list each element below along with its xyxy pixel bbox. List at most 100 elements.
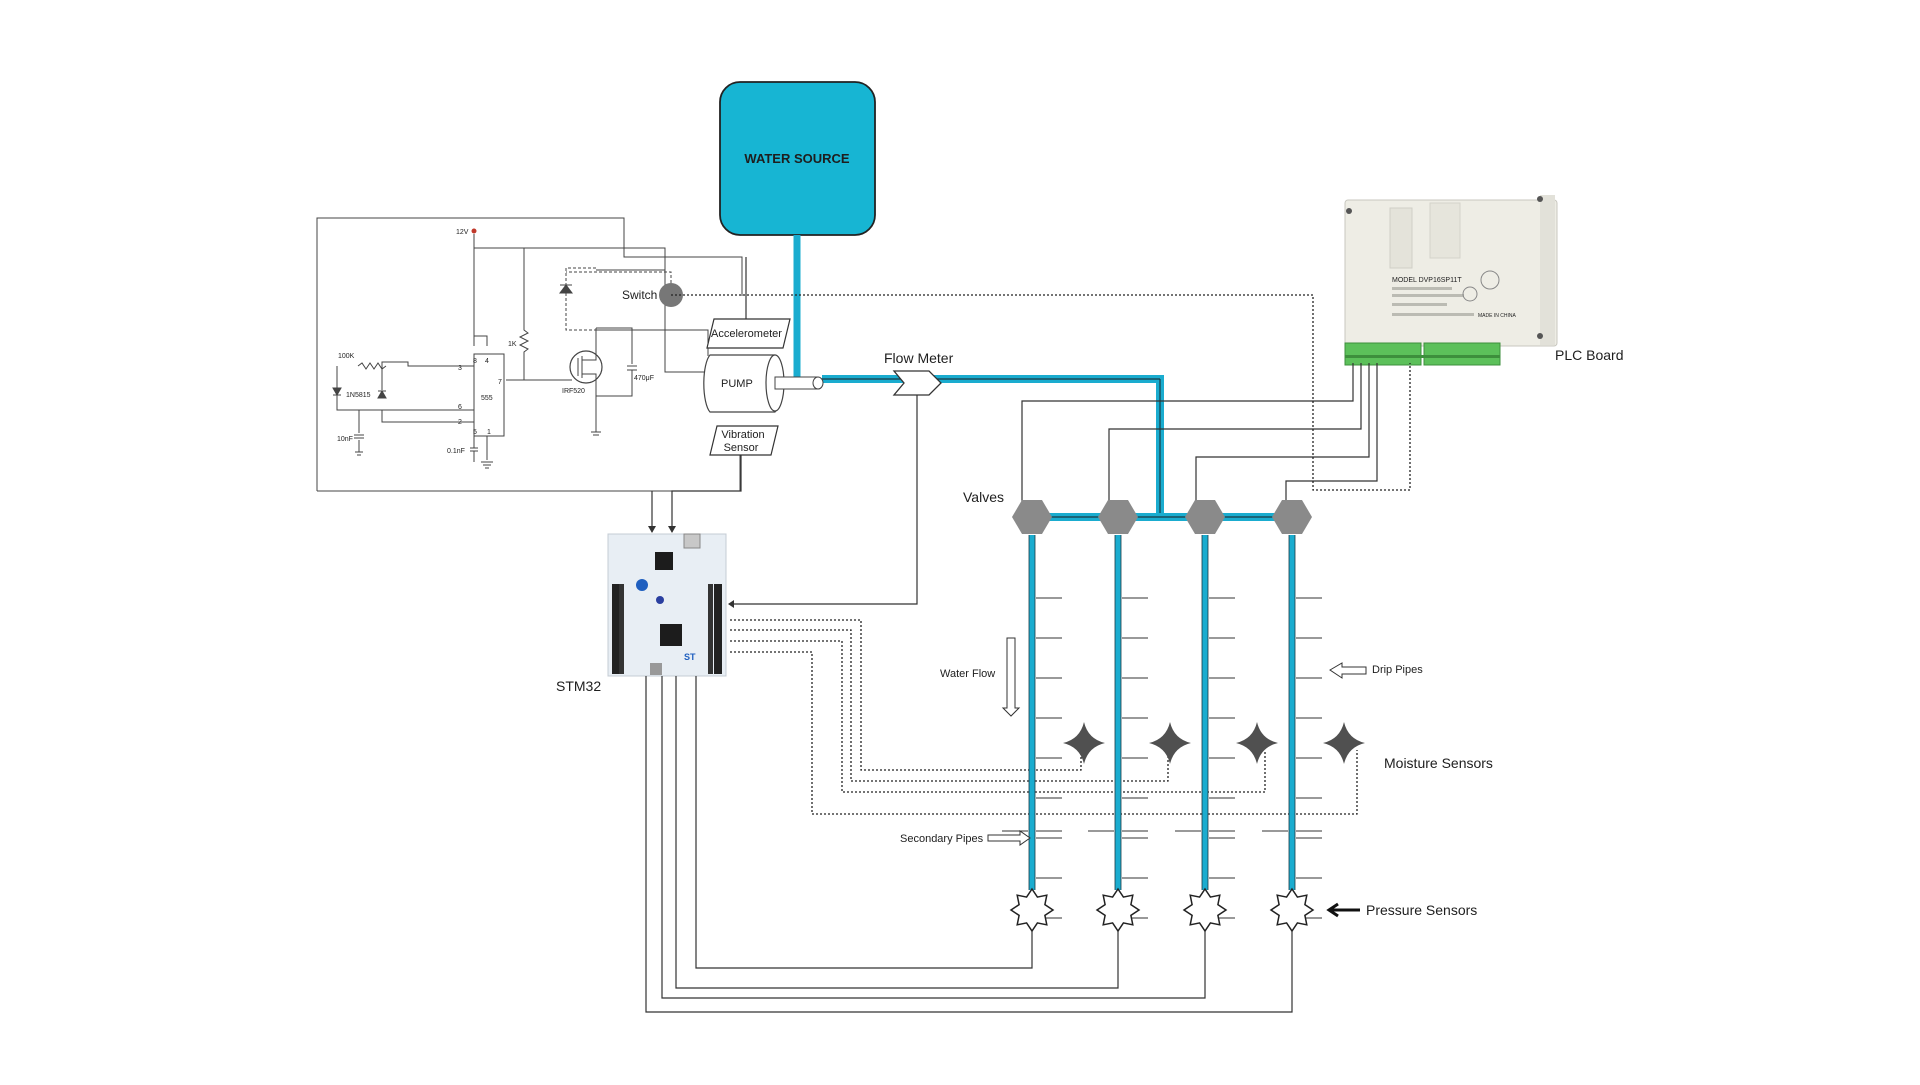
vibration-sensor-box bbox=[709, 425, 779, 456]
plc-model: MODEL DVP16SP11T bbox=[1392, 277, 1462, 284]
moisture-signal-3 bbox=[730, 640, 1266, 793]
moisture-sensor-2 bbox=[1149, 722, 1191, 764]
moisture-signal-1 bbox=[730, 619, 1082, 771]
ic-555 bbox=[473, 353, 505, 437]
pressure-wire-2 bbox=[675, 676, 1119, 989]
diode-label: 1N5815 bbox=[346, 392, 371, 399]
valve-4 bbox=[1272, 500, 1312, 534]
plc-screw-2 bbox=[1537, 196, 1543, 202]
pump-return-wire bbox=[596, 329, 709, 356]
diode-left bbox=[332, 387, 342, 397]
valve-group bbox=[1012, 500, 1312, 534]
valve-1 bbox=[1012, 500, 1052, 534]
pin-7: 7 bbox=[498, 379, 502, 386]
c10n-label: 10nF bbox=[337, 436, 353, 443]
valve-2 bbox=[1098, 500, 1138, 534]
plc-text-line-4 bbox=[1392, 313, 1474, 316]
c01n-label: 0.1nF bbox=[447, 448, 465, 455]
pin-8: 8 bbox=[473, 358, 477, 365]
accelerometer-box bbox=[706, 318, 791, 349]
valves-label: Valves bbox=[963, 489, 1004, 505]
vibration-label-line2: Sensor bbox=[724, 442, 759, 454]
cap-470uf bbox=[596, 327, 637, 397]
pressure-sensor-4 bbox=[1269, 887, 1315, 933]
plc-text-line-1 bbox=[1392, 287, 1452, 290]
plc-board: MODEL DVP16SP11T MADE IN CHINA bbox=[1344, 195, 1558, 366]
stm32-user-button bbox=[636, 579, 648, 591]
pressure-sensor-3 bbox=[1182, 887, 1228, 933]
c470-label: 470μF bbox=[634, 375, 654, 382]
pin3-wire bbox=[381, 361, 474, 390]
circuit-frame bbox=[316, 217, 743, 491]
water-source-label: WATER SOURCE bbox=[744, 151, 850, 166]
stm32-mcu-chip bbox=[660, 624, 682, 646]
v12-rail bbox=[473, 234, 666, 272]
mosfet-irf520 bbox=[569, 350, 603, 384]
stm32-usb-bottom bbox=[650, 663, 662, 675]
r1k-label: 1K bbox=[508, 341, 517, 348]
accelerometer-label: Accelerometer bbox=[711, 328, 782, 340]
pin-3: 3 bbox=[458, 365, 462, 372]
lateral-pipe-outline-1 bbox=[1028, 535, 1036, 890]
pins-2-6-wire bbox=[381, 409, 474, 423]
cap-10nf bbox=[354, 410, 364, 456]
arrow-flowmeter-stm32 bbox=[728, 600, 734, 608]
stm32-header-left-2 bbox=[619, 584, 624, 674]
pressure-wire-1 bbox=[695, 676, 1033, 969]
stm32-board: ST bbox=[607, 533, 727, 677]
stm32-header-left bbox=[612, 584, 620, 674]
pump-supply-wire bbox=[596, 269, 742, 373]
stm32-header-right-2 bbox=[708, 584, 713, 674]
stm32-header-right bbox=[714, 584, 722, 674]
flyback-loop bbox=[565, 267, 596, 331]
drip-pipes-label: Drip Pipes bbox=[1372, 664, 1423, 676]
water-flow-label: Water Flow bbox=[940, 668, 995, 680]
pump-outlet-end bbox=[812, 376, 824, 390]
drip-pipes-arrow bbox=[1329, 662, 1367, 679]
moisture-signal-2 bbox=[730, 629, 1169, 782]
water-flow-arrow bbox=[1001, 637, 1021, 717]
plc-text-line-3 bbox=[1392, 303, 1447, 306]
stm32-label: STM32 bbox=[556, 678, 601, 694]
valve-3 bbox=[1185, 500, 1225, 534]
plc-valve-wire-1 bbox=[1021, 363, 1354, 502]
lateral-pipe-outline-4 bbox=[1288, 535, 1296, 890]
pump-outlet bbox=[774, 376, 819, 390]
secondary-pipes-label: Secondary Pipes bbox=[900, 833, 984, 845]
pin-6: 6 bbox=[458, 404, 462, 411]
plc-side bbox=[1540, 195, 1555, 345]
ic-label: 555 bbox=[481, 395, 493, 402]
pressure-sensor-2 bbox=[1095, 887, 1141, 933]
v12-terminal bbox=[471, 228, 477, 234]
plc-terminal-right bbox=[1423, 342, 1501, 366]
plc-screw-3 bbox=[1537, 333, 1543, 339]
pressure-wire-3 bbox=[661, 676, 1206, 999]
mosfet-ground bbox=[591, 420, 601, 436]
pin-1: 1 bbox=[487, 429, 491, 436]
plc-terminal-stripe bbox=[1345, 355, 1500, 358]
flow-meter-label: Flow Meter bbox=[884, 350, 954, 366]
plc-terminal-left bbox=[1344, 342, 1422, 366]
arrow-vibration-stm32 bbox=[668, 526, 676, 533]
plc-screw-1 bbox=[1346, 208, 1352, 214]
plc-board-label: PLC Board bbox=[1555, 347, 1623, 363]
lateral-pipes bbox=[1002, 535, 1365, 933]
r100k-label: 100K bbox=[338, 353, 355, 360]
diode-right bbox=[377, 389, 387, 399]
plc-valve-wire-3 bbox=[1195, 363, 1370, 500]
plc-ul-mark bbox=[1480, 270, 1500, 290]
arrow-circuit-stm32 bbox=[648, 526, 656, 533]
moisture-sensor-1 bbox=[1063, 722, 1105, 764]
cap-01nf bbox=[470, 436, 493, 469]
switch-label: Switch bbox=[622, 288, 657, 302]
mosfet-label: IRF520 bbox=[562, 388, 585, 395]
moisture-sensor-4 bbox=[1323, 722, 1365, 764]
pin4-wire bbox=[474, 335, 488, 346]
moisture-sensor-3 bbox=[1236, 722, 1278, 764]
plc-text-line-2 bbox=[1392, 294, 1464, 297]
lateral-pipe-outline-3 bbox=[1201, 535, 1209, 890]
plc-label-plate bbox=[1389, 207, 1413, 269]
pressure-sensors-arrow bbox=[1326, 902, 1360, 918]
diode-loop bbox=[336, 366, 382, 411]
